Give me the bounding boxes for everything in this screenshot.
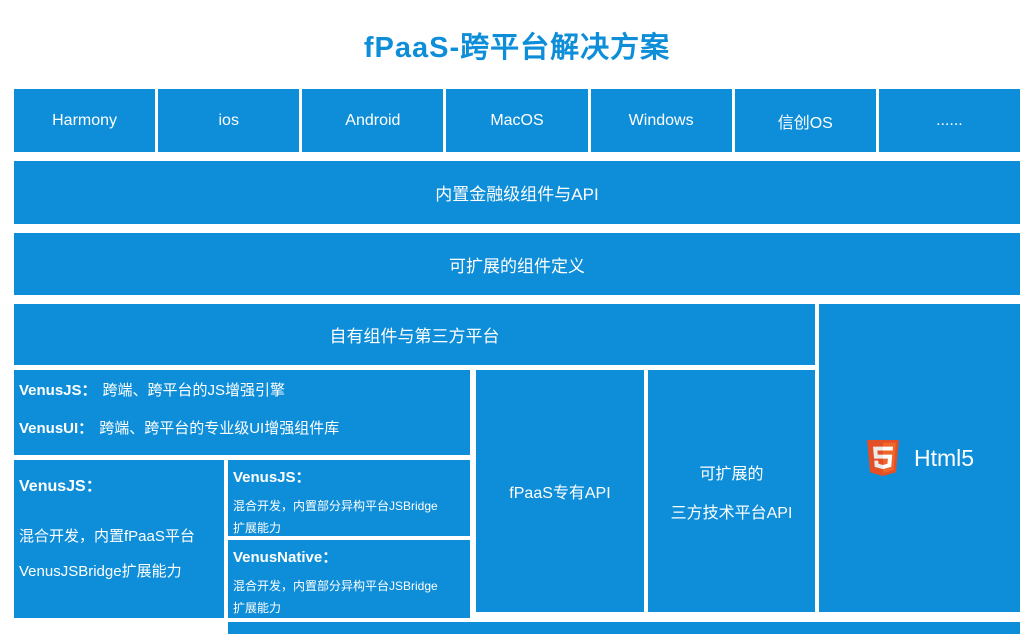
venusui-label: VenusUI： — [19, 420, 94, 437]
section-own-components-third-party: 自有组件与第三方平台 — [14, 304, 815, 365]
platform-row: Harmony ios Android MacOS Windows 信创OS .… — [14, 89, 1020, 152]
venusjs-fpaas-bridge-label: VenusJS： — [19, 478, 102, 495]
platform-others: ...... — [878, 89, 1020, 152]
venusui-library-line: VenusUI： 跨端、跨平台的专业级UI增强组件库 — [19, 417, 462, 438]
venus-overview-box: VenusJS： 跨端、跨平台的JS增强引擎 VenusUI： 跨端、跨平台的专业级… — [14, 370, 470, 455]
cutoff-row-strip — [228, 622, 1020, 634]
diagram-title: fPaaS-跨平台解决方案 — [363, 32, 671, 64]
html5-label: Html5 — [913, 444, 975, 471]
layer-extensible-component-definition: 可扩展的组件定义 — [14, 233, 1020, 295]
html5-box: Html5 — [819, 304, 1020, 612]
html5-logo-icon — [867, 440, 899, 476]
platform-android: Android — [302, 89, 444, 152]
platform-windows: Windows — [590, 89, 732, 152]
platform-macos: MacOS — [446, 89, 588, 152]
third-party-api-line2: 三方技术平台API — [670, 504, 793, 522]
platform-ios: ios — [158, 89, 300, 152]
venusjs-fpaas-bridge-box: VenusJS： 混合开发，内置fPaaS平台 VenusJSBridge扩展能… — [14, 460, 224, 618]
venusnative-hetero-bridge-box: VenusNative： 混合开发，内置部分异构平台JSBridge 扩展能力 — [228, 540, 470, 618]
venusjs-label: VenusJS： — [19, 382, 97, 399]
venusjs-hetero-bridge-label: VenusJS： — [233, 469, 311, 486]
platform-harmony: Harmony — [14, 89, 156, 152]
venusjs-hetero-bridge-desc: 混合开发，内置部分异构平台JSBridge 扩展能力 — [233, 499, 438, 536]
venusnative-hetero-bridge-label: VenusNative： — [233, 549, 338, 566]
venusjs-fpaas-bridge-desc: 混合开发，内置fPaaS平台 VenusJSBridge扩展能力 — [19, 528, 195, 580]
fpaas-api-box: fPaaS专有API — [476, 370, 644, 612]
third-party-api-line1: 可扩展的 — [699, 465, 764, 483]
venusjs-desc: 跨端、跨平台的JS增强引擎 — [102, 382, 286, 399]
venusjs-engine-line: VenusJS： 跨端、跨平台的JS增强引擎 — [19, 379, 462, 400]
platform-xinchuang-os: 信创OS — [734, 89, 876, 152]
venusnative-hetero-bridge-desc: 混合开发，内置部分异构平台JSBridge 扩展能力 — [233, 579, 438, 616]
venusui-desc: 跨端、跨平台的专业级UI增强组件库 — [99, 420, 340, 437]
third-party-api-box: 可扩展的 三方技术平台API — [648, 370, 815, 612]
venusjs-hetero-bridge-box: VenusJS： 混合开发，内置部分异构平台JSBridge 扩展能力 — [228, 460, 470, 536]
layer-builtin-financial-api: 内置金融级组件与API — [14, 161, 1020, 224]
